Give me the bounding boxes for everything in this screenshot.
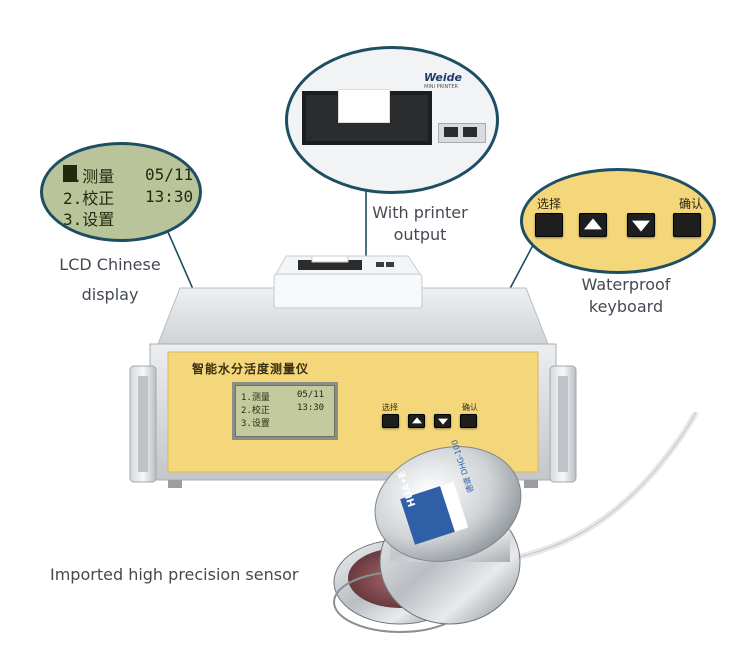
down-arrow-icon — [632, 220, 650, 232]
keyboard-caption-line2: keyboard — [588, 297, 664, 316]
lcd-cursor-block — [63, 165, 77, 182]
device-up-button[interactable] — [408, 414, 425, 428]
panel-title: 智能水分活度测量仪 — [192, 362, 310, 376]
device-lcd-line1-value: 05/11 — [297, 390, 325, 400]
printer-graphic — [273, 255, 423, 309]
device-down-button[interactable] — [434, 414, 451, 428]
keyboard-select-button[interactable] — [535, 213, 563, 237]
device-lcd-line2-label: 2.校正 — [241, 406, 270, 416]
keyboard-caption-line1: Waterproof — [581, 275, 671, 294]
lcd-zoom-line1-value: 05/11 — [145, 165, 194, 184]
device-select-button[interactable] — [382, 414, 399, 428]
lcd-zoom-line2-value: 13:30 — [145, 187, 194, 206]
keyboard-zoom-callout: 选择 确认 — [520, 168, 716, 274]
down-arrow-icon — [437, 418, 448, 425]
sensor-graphic — [333, 410, 699, 633]
up-arrow-icon — [411, 417, 422, 424]
lcd-caption: LCD Chinese display — [40, 250, 180, 310]
up-arrow-icon — [584, 218, 602, 230]
lcd-zoom-line1-label: 1.测量 — [63, 167, 115, 186]
printer-caption: With printer output — [350, 202, 490, 246]
printer-caption-line1: With printer — [372, 203, 468, 222]
keyboard-select-label: 选择 — [537, 197, 562, 211]
device-key-confirm-label: 确认 — [462, 403, 478, 412]
water-activity-sensor: HUA•E 德谱 DHG-100 — [330, 410, 710, 642]
keyboard-caption: Waterproof keyboard — [556, 274, 696, 318]
lcd-caption-line2: display — [81, 285, 139, 304]
printer-paper — [338, 89, 390, 123]
keyboard-down-button[interactable] — [627, 213, 655, 237]
lcd-caption-line1: LCD Chinese — [59, 255, 161, 274]
device-lcd-line3-label: 3.设置 — [241, 419, 270, 429]
lcd-zoom-callout: 1.测量 05/11 2.校正 13:30 3.设置 — [40, 142, 202, 242]
mini-printer — [272, 252, 424, 312]
device-lcd: 1.测量 05/11 2.校正 13:30 3.设置 — [232, 382, 338, 440]
keyboard-up-button[interactable] — [579, 213, 607, 237]
lcd-zoom-line3-label: 3.设置 — [63, 210, 115, 229]
lcd-zoom-line2-label: 2.校正 — [63, 189, 115, 208]
printer-brand: Weide — [424, 71, 462, 84]
printer-caption-line2: output — [393, 225, 447, 244]
device-confirm-button[interactable] — [460, 414, 477, 428]
keyboard-confirm-button[interactable] — [673, 213, 701, 237]
printer-zoom-callout: Weide MINI PRINTER — [285, 46, 499, 194]
sensor-caption: Imported high precision sensor — [50, 565, 299, 584]
device-lcd-line2-value: 13:30 — [297, 403, 325, 413]
device-lcd-line1-label: 1.测量 — [241, 393, 270, 403]
device-key-select-label: 选择 — [382, 403, 398, 412]
printer-feed-button[interactable] — [444, 127, 458, 137]
keyboard-confirm-label: 确认 — [679, 197, 704, 211]
printer-power-button[interactable] — [463, 127, 477, 137]
printer-subbrand: MINI PRINTER — [424, 84, 458, 90]
